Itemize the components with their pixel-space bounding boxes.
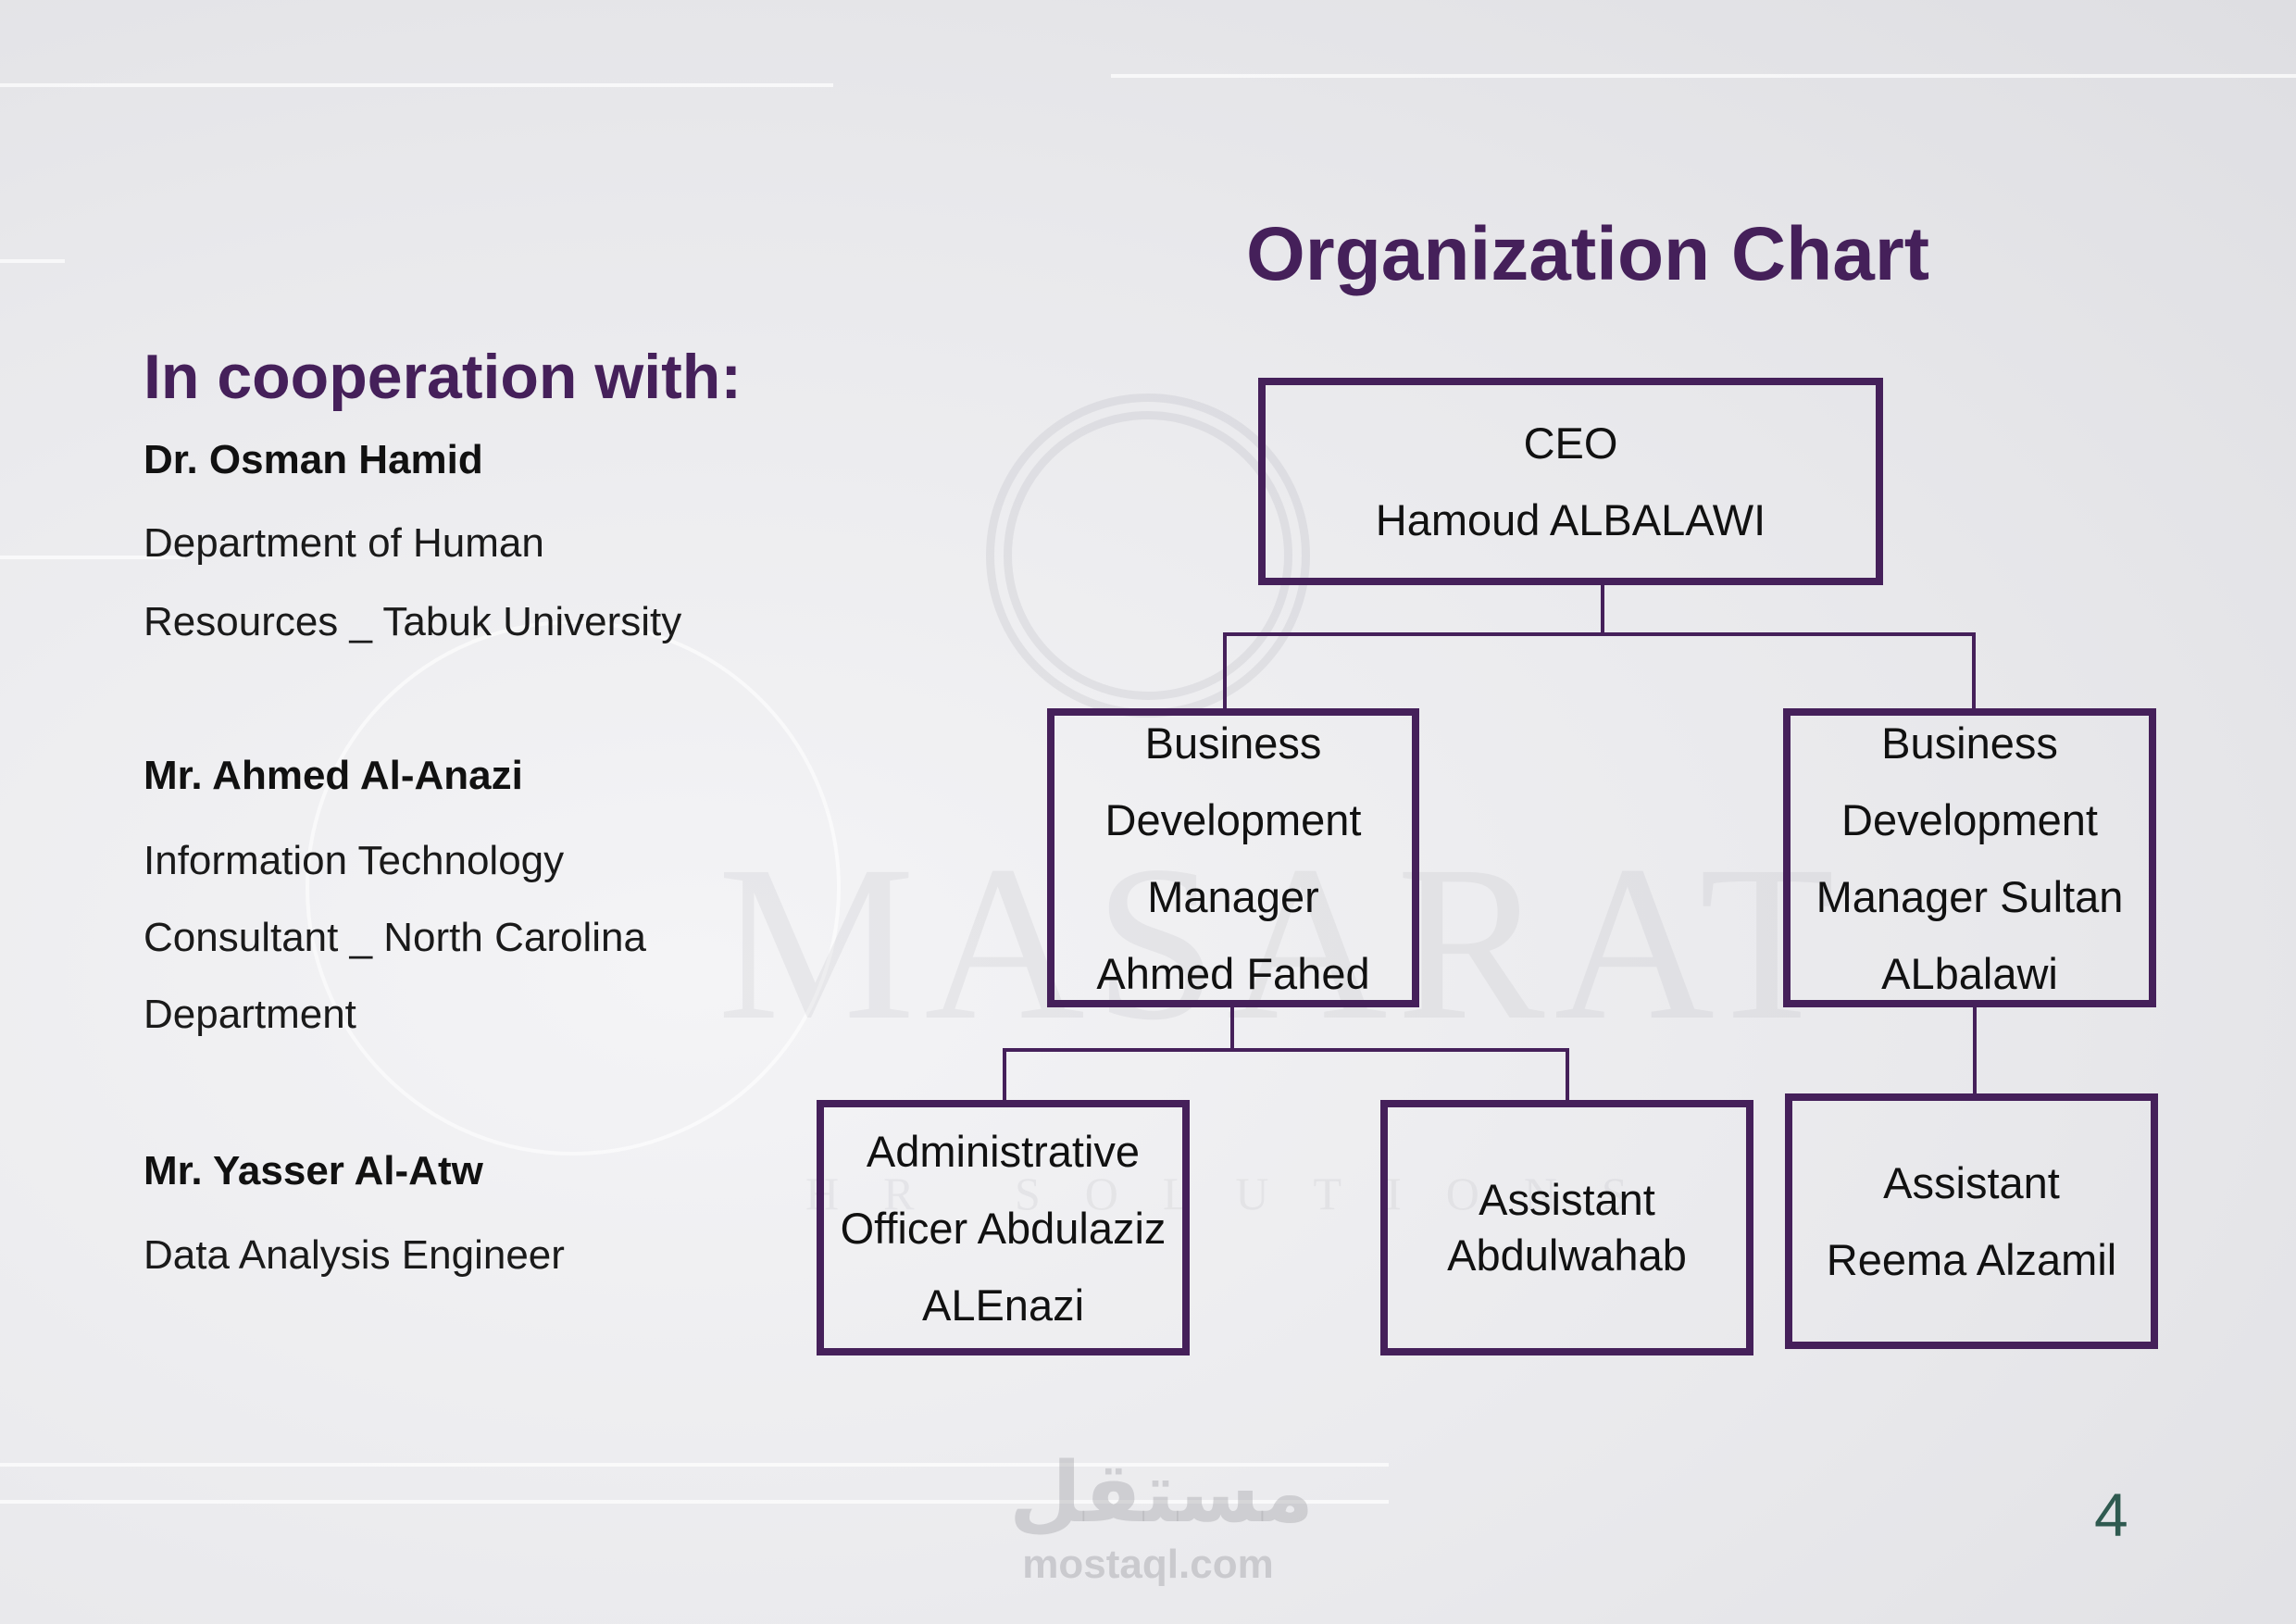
hr-solutions-watermark: HR SOLUTIONS [805,1168,1672,1219]
connector-line [1566,1048,1569,1104]
node-line: Business [1881,718,2058,768]
mostaql-watermark: mostaql.com [1022,1542,1274,1587]
connector-line [1230,1005,1234,1051]
person-detail: Data Analysis Engineer [144,1232,565,1278]
connector-line [1972,632,1976,712]
connector-line [1223,632,1976,636]
person-detail: Department of Human [144,520,544,566]
node-line: Ahmed Fahed [1096,948,1370,998]
person-name: Mr. Ahmed Al-Anazi [144,753,523,798]
person-detail: Consultant _ North Carolina [144,915,646,960]
org-node-assistant-abdulwahab: Assistant Abdulwahab [1380,1100,1753,1355]
connector-line [1601,583,1604,635]
node-line: Development [1841,794,2098,844]
page-number: 4 [2094,1480,2128,1549]
node-line: Manager Sultan [1816,871,2124,921]
person-detail: Information Technology [144,838,565,883]
connector-line [1003,1048,1569,1052]
node-line: Abdulwahab [1447,1230,1687,1280]
person-name: Dr. Osman Hamid [144,437,483,482]
node-line: Manager [1147,871,1319,921]
node-line: ALbalawi [1881,948,2058,998]
node-line: Business [1144,718,1322,768]
background-line [0,1500,1389,1504]
background-line [0,259,65,263]
org-node-admin-officer: Administrative Officer Abdulaziz ALEnazi [817,1100,1190,1355]
connector-line [1973,1005,1977,1097]
node-line: Administrative [866,1126,1141,1176]
node-line: ALEnazi [921,1280,1085,1330]
page-title: Organization Chart [1246,212,1930,296]
background-line [1111,74,2296,78]
cooperation-heading: In cooperation with: [144,342,742,412]
node-line: Reema Alzamil [1826,1235,2117,1284]
node-line: Assistant [1883,1158,2060,1207]
node-line: Officer Abdulaziz [840,1203,1167,1253]
background-line [0,83,833,87]
org-node-assistant-reema: Assistant Reema Alzamil [1785,1093,2158,1349]
org-node-bdm-sultan: Business Development Manager Sultan ALba… [1783,708,2156,1007]
connector-line [1003,1048,1006,1104]
connector-line [1223,632,1227,712]
node-line: Development [1104,794,1362,844]
node-role: CEO [1523,418,1618,468]
masarat-watermark: MASARAT [718,819,1844,1066]
person-name: Mr. Yasser Al-Atw [144,1148,483,1193]
person-detail: Resources _ Tabuk University [144,599,682,644]
background-line [0,1463,1389,1467]
node-name: Hamoud ALBALAWI [1375,495,1766,544]
person-detail: Department [144,992,356,1037]
mostaql-watermark-arabic: مستقل [1009,1444,1315,1542]
org-node-ceo: CEO Hamoud ALBALAWI [1258,378,1883,585]
background-circle [306,620,841,1156]
org-node-bdm-ahmed: Business Development Manager Ahmed Fahed [1047,708,1419,1007]
background-line [0,556,185,559]
node-line: Assistant [1479,1175,1655,1224]
